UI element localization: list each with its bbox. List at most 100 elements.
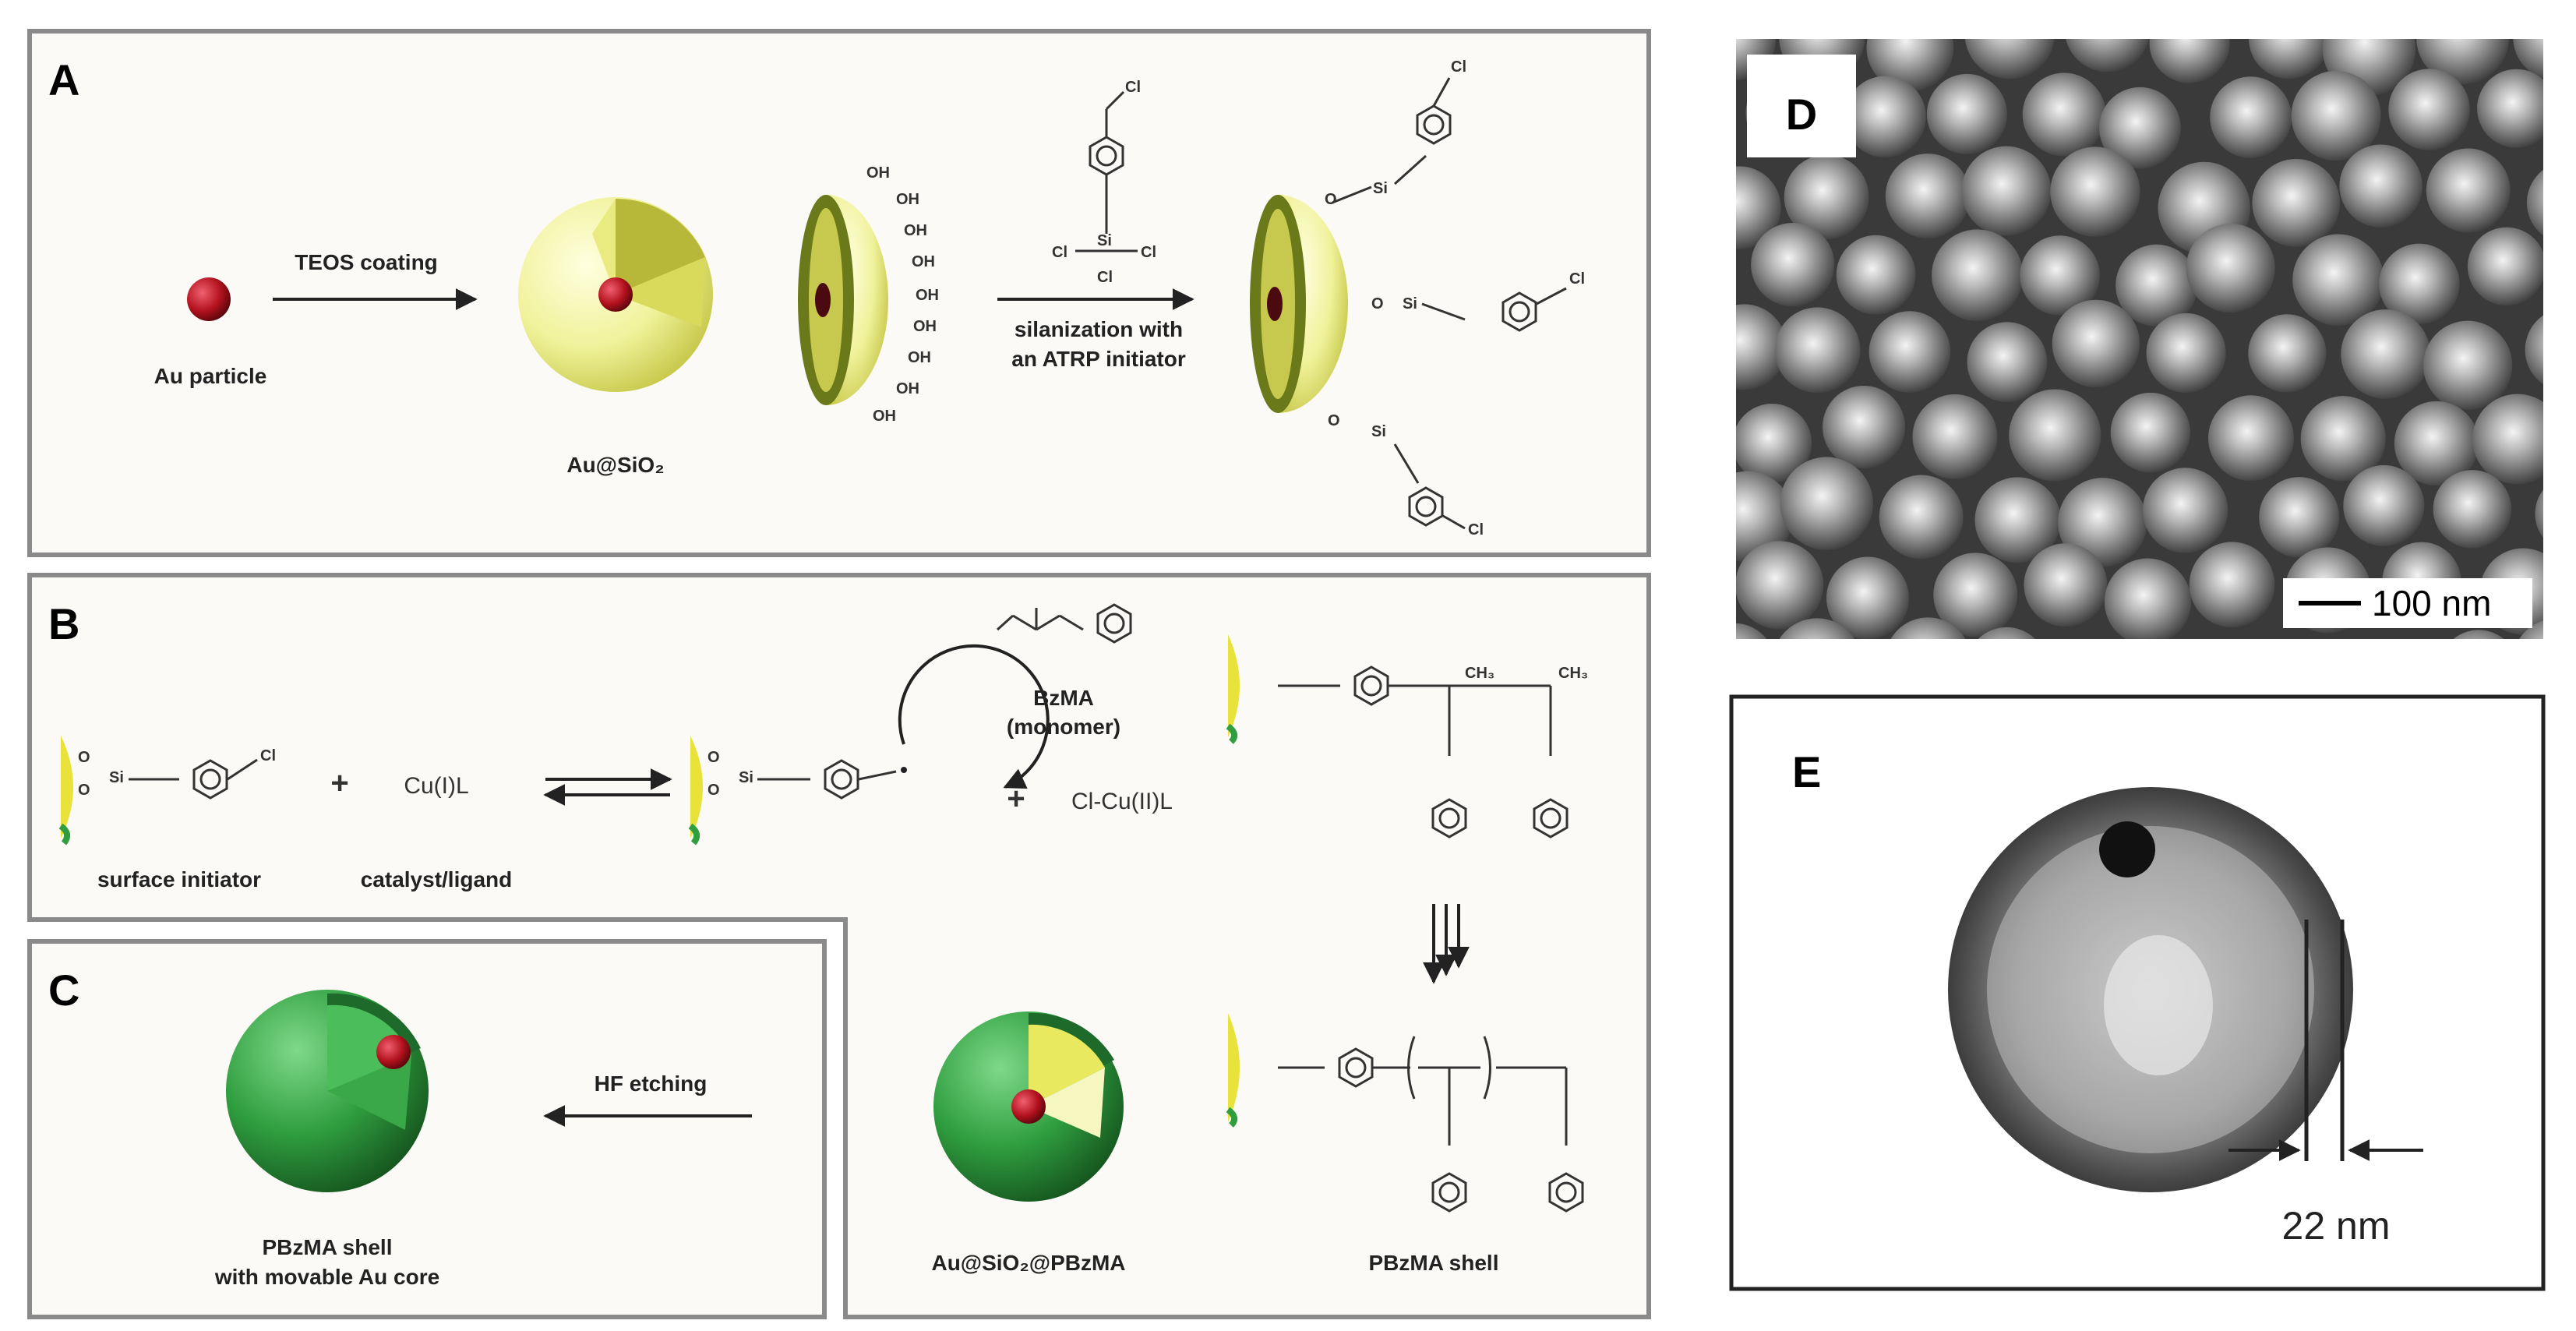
sem-particle [2519, 620, 2543, 639]
sem-particle [2292, 234, 2384, 326]
sem-particle [1774, 307, 1861, 394]
svg-text:OH: OH [908, 349, 931, 366]
sem-particle [2210, 76, 2292, 158]
svg-text:Cl: Cl [1141, 244, 1156, 261]
panel-a-letter: A [48, 55, 79, 104]
pbzma-shell-label-2: with movable Au core [214, 1265, 439, 1289]
panel-c-letter: C [48, 966, 79, 1015]
functionalized-hemisphere-icon: O Si Cl O Si Cl O Si Cl [1250, 58, 1585, 538]
svg-text:Cl: Cl [1451, 58, 1466, 76]
panel-e-tem-image: E 22 nm [1729, 694, 2546, 1291]
panel-b-letter: B [48, 599, 79, 648]
sem-particle [2426, 148, 2511, 233]
plus-sign-1: + [330, 766, 348, 800]
au-sio2-label: Au@SiO₂ [566, 453, 664, 477]
sem-particle [1736, 304, 1787, 390]
panel-b: B O O Si Cl surface initiator + Cu(I)L c… [27, 573, 1651, 1319]
monomer-label: (monomer) [1007, 715, 1120, 739]
sem-particle [1736, 471, 1793, 563]
sem-particle [1879, 475, 1964, 560]
au-sio2-sphere-icon [518, 197, 713, 392]
svg-text:Si: Si [1371, 423, 1386, 440]
sem-particle [2099, 86, 2181, 169]
panel-e-letter: E [1792, 747, 1821, 796]
sem-particle [2146, 312, 2226, 394]
catalyst-ligand-label: catalyst/ligand [361, 867, 513, 891]
sem-particle [2024, 543, 2108, 627]
sem-particle [2020, 235, 2100, 316]
sem-particle [1933, 553, 2018, 637]
thickness-label: 22 nm [2282, 1204, 2391, 1248]
svg-text:OH: OH [913, 318, 937, 335]
sem-particle [1961, 146, 2052, 236]
sem-particle [2339, 144, 2422, 228]
sem-particle [2467, 227, 2543, 306]
sem-particle [2477, 69, 2543, 148]
sem-particle [1826, 556, 1910, 639]
cl-cu-label: Cl-Cu(II)L [1071, 789, 1173, 814]
bzma-monomer-icon [996, 603, 1132, 644]
sem-particle [2248, 314, 2327, 393]
equilibrium-arrows-icon [543, 768, 672, 806]
sem-particle [2388, 69, 2470, 150]
svg-text:OH: OH [896, 380, 919, 397]
svg-text:Cl: Cl [1097, 269, 1113, 286]
initiator-molecule-icon: Cl Cl Si Cl Cl [1052, 79, 1156, 286]
sem-particle [2009, 389, 2101, 482]
sem-particle [2252, 158, 2341, 247]
sem-particle [2189, 542, 2275, 628]
cu-l-label: Cu(I)L [404, 773, 468, 799]
sem-particle [1779, 618, 1855, 639]
sem-particle [1967, 322, 2048, 403]
svg-text:O: O [708, 782, 720, 799]
sem-particle [1751, 223, 1835, 307]
sem-particle [2052, 299, 2140, 388]
sem-particle [2259, 477, 2340, 558]
svg-text:Cl: Cl [260, 747, 276, 764]
svg-text:Si: Si [109, 769, 124, 786]
svg-text:OH: OH [904, 222, 927, 239]
svg-text:Si: Si [739, 769, 753, 786]
sem-particle [2422, 320, 2513, 410]
sem-particle [2115, 244, 2198, 327]
sem-particle [2142, 468, 2228, 553]
sem-particle [1736, 541, 1824, 630]
sem-particle [1912, 394, 1998, 479]
sem-particle [1736, 623, 1767, 639]
scale-bar-label: 100 nm [2372, 583, 2491, 623]
panel-c: C PBzMA shell with movable Au core HF et… [27, 939, 827, 1319]
radical-initiator-icon: O O Si [688, 736, 907, 846]
panel-d-sem-image: D 100 nm [1736, 39, 2543, 639]
bzma-label: BzMA [1033, 686, 1094, 710]
tem-particle-icon [1948, 787, 2353, 1192]
hollow-pbzma-sphere-icon [226, 990, 429, 1192]
silanization-label-2: an ATRP initiator [1011, 347, 1186, 371]
pbzma-grafted-chain-icon [1226, 1013, 1584, 1213]
hf-etching-label: HF etching [595, 1072, 708, 1096]
au-sio2-pbzma-sphere-icon [933, 1011, 1124, 1202]
hemisphere-oh-icon: OH OH OH OH OH OH OH OH OH [798, 164, 939, 425]
sem-particle [2066, 39, 2150, 72]
sem-particle [2453, 630, 2504, 639]
sem-particle [2050, 147, 2140, 237]
svg-text:O: O [1325, 191, 1337, 208]
sem-particle [2513, 39, 2543, 79]
sem-particle [2058, 478, 2147, 567]
sem-particle [1823, 385, 1906, 469]
panel-a: A Au particle TEOS coating Au@SiO₂ OH OH… [27, 29, 1651, 557]
sem-particle [2186, 224, 2275, 313]
sem-particle [1736, 404, 1812, 483]
plus-sign-2: + [1007, 782, 1025, 816]
sem-particle [1974, 477, 2061, 563]
sem-particle [1931, 229, 2024, 321]
sem-particle [2149, 39, 2230, 83]
teos-label: TEOS coating [295, 250, 438, 274]
svg-text:O: O [708, 749, 720, 766]
sem-particle [2394, 401, 2479, 486]
sem-particle [2022, 72, 2106, 157]
svg-text:O: O [78, 749, 90, 766]
sem-particle [2526, 169, 2543, 236]
sem-particle [2104, 558, 2192, 639]
sem-particle [1784, 154, 1869, 240]
